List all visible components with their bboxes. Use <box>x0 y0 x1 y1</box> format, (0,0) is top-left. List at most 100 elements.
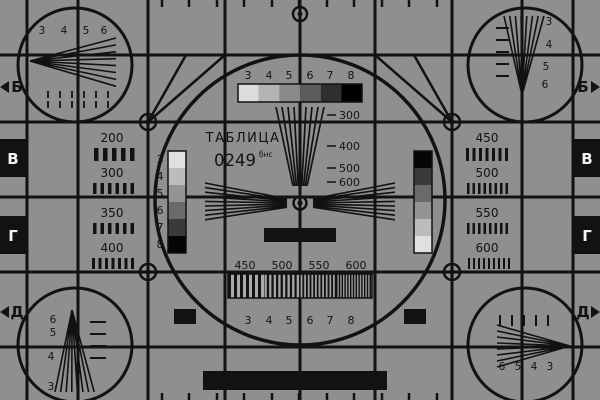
row-label-cell <box>0 139 27 177</box>
row-label-cell <box>573 139 600 177</box>
burst-label: 600 <box>346 259 367 272</box>
frequency-wedge-horizontal <box>29 37 117 88</box>
bullseye-icon <box>291 5 309 23</box>
row-label: Д <box>576 303 589 321</box>
row-label: Б <box>577 78 588 96</box>
lines-number: 350 <box>101 206 124 220</box>
bullseye-icon <box>442 262 462 282</box>
row-label: Д <box>10 303 23 321</box>
scale-number: 3 <box>157 153 164 166</box>
scale-number: 4 <box>266 314 273 327</box>
wedge-number: 4 <box>531 361 538 373</box>
scale-number: 8 <box>348 314 355 327</box>
definition-bars-200 <box>94 148 135 161</box>
wedge-frequency-labels: 300 400 500 600 <box>339 109 360 189</box>
wedge-number: 4 <box>61 25 68 37</box>
frequency-wedge-vertical <box>54 309 95 393</box>
arrow-right-icon <box>591 81 600 93</box>
row-labels-left: Б В Г Д <box>0 78 27 321</box>
scale-number: 7 <box>327 69 334 82</box>
tick-marks <box>90 321 106 359</box>
center-bullseye-icon <box>292 195 308 211</box>
row-label-cell <box>0 216 27 254</box>
card-number: 0249 <box>214 151 256 170</box>
wedge-number: 6 <box>101 25 108 37</box>
scale-number: 6 <box>157 204 164 217</box>
arrow-right-icon <box>591 306 600 318</box>
lines-number: 400 <box>101 241 124 255</box>
scale-number: 5 <box>157 187 164 200</box>
grayscale-numbers-bottom: 3 4 5 6 7 8 <box>245 314 355 327</box>
center-circle: 3 4 5 6 7 8 300 400 500 600 ТАБЛИЦА 0249… <box>153 53 447 347</box>
row-label: Г <box>8 227 18 245</box>
row-label-cell <box>573 216 600 254</box>
scale-number: 4 <box>157 170 164 183</box>
wedge-label: 600 <box>339 176 360 189</box>
grayscale-numbers-top: 3 4 5 6 7 8 <box>245 69 355 82</box>
grayscale-steps-top <box>237 83 363 103</box>
bullseye-icon <box>442 112 462 132</box>
frequency-wedge-vertical <box>503 15 545 96</box>
edge-ticks-bottom <box>160 393 439 400</box>
grayscale-numbers-left: 3 4 5 6 7 8 <box>157 153 164 251</box>
wedge-number: 6 <box>542 79 549 91</box>
definition-panel-right: 450 500 550 600 <box>466 131 510 269</box>
burst-strip <box>227 273 373 299</box>
wedge-number: 5 <box>543 61 550 73</box>
bullseye-icon <box>138 112 158 132</box>
wedge-number: 3 <box>547 361 554 373</box>
tick-marks <box>499 315 549 326</box>
wedge-number: 5 <box>515 361 522 373</box>
definition-bars-400 <box>92 258 134 269</box>
lines-number: 550 <box>476 206 499 220</box>
burst-frequency-labels: 450 500 550 600 <box>235 259 367 272</box>
grayscale-steps-right <box>413 150 433 254</box>
lines-number: 300 <box>101 166 124 180</box>
scale-number: 8 <box>157 238 164 251</box>
corner-circle-top-left: 3 4 5 6 <box>16 6 134 124</box>
definition-bars-550 <box>467 223 508 234</box>
card-title: ТАБЛИЦА <box>205 131 281 146</box>
scale-number: 6 <box>307 314 314 327</box>
corner-circle-bottom-left: 6 5 4 3 <box>16 286 134 400</box>
registration-targets <box>138 5 462 282</box>
black-reference-bar-center <box>264 228 336 242</box>
black-reference-square <box>174 309 196 324</box>
frequency-wedge-center <box>275 106 325 187</box>
grayscale-steps-left <box>167 150 187 254</box>
definition-bars-350 <box>93 223 134 234</box>
burst-label: 550 <box>309 259 330 272</box>
wedge-number: 5 <box>83 25 90 37</box>
wedge-number: 4 <box>546 39 553 51</box>
tick-marks <box>496 27 509 77</box>
scale-number: 5 <box>286 314 293 327</box>
lines-number: 200 <box>101 131 124 145</box>
wedge-label: 300 <box>339 109 360 122</box>
bullseye-icon <box>138 262 158 282</box>
scale-number: 4 <box>266 69 273 82</box>
corner-circle-top-right: 3 4 5 6 <box>466 6 584 124</box>
scale-number: 8 <box>348 69 355 82</box>
row-labels-right: Б В Г Д <box>573 78 600 321</box>
row-label: Б <box>11 78 22 96</box>
burst-label: 500 <box>272 259 293 272</box>
tick-marks <box>47 91 109 108</box>
row-label: В <box>7 150 18 168</box>
scale-number: 6 <box>307 69 314 82</box>
scale-number: 5 <box>286 69 293 82</box>
wedge-label: 400 <box>339 140 360 153</box>
scale-number: 7 <box>157 221 164 234</box>
lines-number: 450 <box>476 131 499 145</box>
wedge-number: 5 <box>50 327 57 339</box>
card-number-suffix: бнс <box>259 150 273 159</box>
definition-bars-450 <box>466 148 508 161</box>
wedge-number: 3 <box>546 16 553 28</box>
black-reference-square <box>404 309 426 324</box>
lines-number: 600 <box>476 241 499 255</box>
definition-bars-600 <box>468 258 510 269</box>
wedge-number: 4 <box>48 351 55 363</box>
scale-number: 3 <box>245 314 252 327</box>
scale-number: 3 <box>245 69 252 82</box>
